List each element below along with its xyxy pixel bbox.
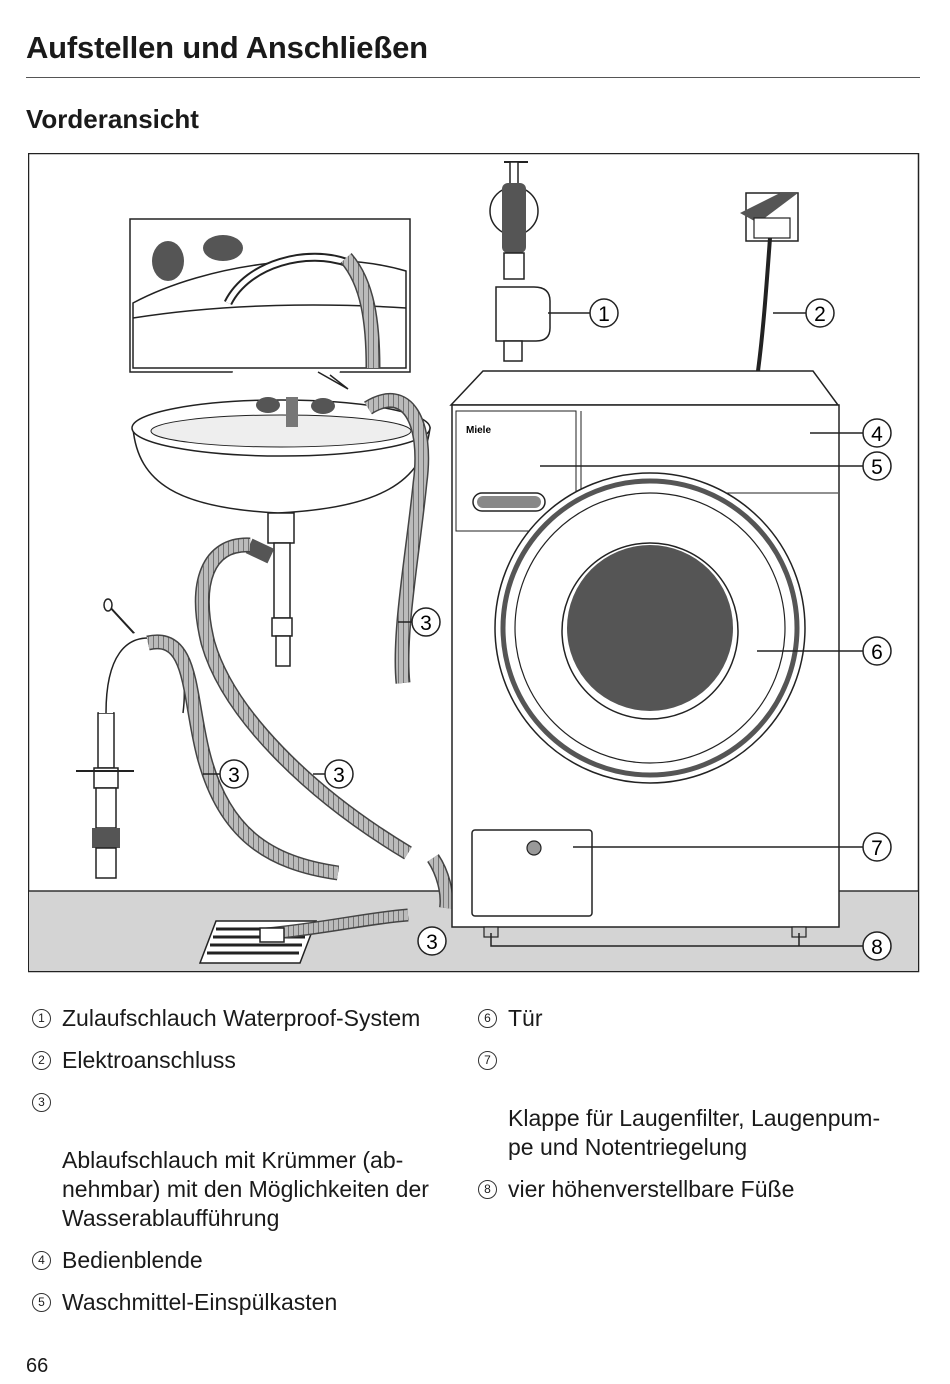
callout-6: 6 — [862, 636, 892, 666]
svg-text:5: 5 — [871, 456, 883, 479]
washing-machine: Miele — [449, 370, 840, 938]
legend-text: Waschmittel-Einspülkasten — [62, 1289, 338, 1315]
legend-text: Zulaufschlauch Waterproof-System — [62, 1005, 421, 1031]
legend-number: 8 — [478, 1180, 497, 1199]
legend-text: Klappe für Laugenfilter, Laugenpum- pe u… — [508, 1105, 881, 1160]
svg-text:4: 4 — [871, 423, 883, 446]
legend-text: Tür — [508, 1005, 543, 1031]
svg-text:3: 3 — [420, 612, 432, 635]
filter-flap — [471, 829, 593, 917]
legend-number: 4 — [32, 1251, 51, 1270]
legend-number: 3 — [32, 1093, 51, 1112]
svg-text:1: 1 — [598, 303, 610, 326]
page-title: Aufstellen und Anschließen — [26, 30, 428, 65]
legend-item-2: 2 Elektroanschluss — [28, 1046, 458, 1075]
callout-8: 8 — [862, 931, 892, 961]
svg-text:6: 6 — [871, 641, 883, 664]
sink-detail-inset — [129, 218, 411, 393]
callout-4: 4 — [862, 418, 892, 448]
legend-item-6: 6 Tür — [474, 1004, 924, 1033]
legend-item-4: 4 Bedienblende — [28, 1246, 458, 1275]
legend-number: 5 — [32, 1293, 51, 1312]
callout-3-floor: 3 — [417, 926, 447, 956]
svg-text:8: 8 — [871, 936, 883, 959]
title-divider — [26, 77, 920, 78]
legend-text: Bedienblende — [62, 1247, 203, 1273]
callout-2: 2 — [805, 298, 835, 328]
legend-item-7: 7 Klappe für Laugenfilter, Laugenpum- pe… — [474, 1046, 924, 1162]
legend-item-1: 1 Zulaufschlauch Waterproof-System — [28, 1004, 458, 1033]
wall-socket — [740, 192, 799, 372]
svg-text:3: 3 — [333, 764, 345, 787]
section-title: Vorderansicht — [26, 104, 199, 134]
page-number: 66 — [26, 1355, 49, 1377]
svg-text:2: 2 — [814, 303, 826, 326]
legend-text: Elektroanschluss — [62, 1047, 236, 1073]
svg-text:3: 3 — [228, 764, 240, 787]
legend-right: 6 Tür 7 Klappe für Laugenfilter, Laugenp… — [474, 1004, 924, 1217]
callout-7: 7 — [862, 832, 892, 862]
callout-3-sink: 3 — [411, 607, 441, 637]
brand-label: Miele — [466, 425, 491, 436]
legend-item-8: 8 vier höhenverstellbare Füße — [474, 1175, 924, 1204]
legend-number: 7 — [478, 1051, 497, 1070]
legend-item-3: 3 Ablaufschlauch mit Krümmer (ab- nehmba… — [28, 1088, 458, 1233]
standpipe — [76, 598, 144, 879]
front-view-illustration: Miele 1 2 4 — [28, 153, 920, 973]
callout-1: 1 — [589, 298, 619, 328]
legend-number: 1 — [32, 1009, 51, 1028]
legend-item-5: 5 Waschmittel-Einspülkasten — [28, 1288, 458, 1317]
legend-text: Ablaufschlauch mit Krümmer (ab- nehmbar)… — [62, 1147, 429, 1231]
legend-left: 1 Zulaufschlauch Waterproof-System 2 Ele… — [28, 1004, 458, 1330]
legend-text: vier höhenverstellbare Füße — [508, 1176, 795, 1202]
callout-3-siphon: 3 — [324, 759, 354, 789]
washbasin — [131, 397, 431, 667]
legend-number: 2 — [32, 1051, 51, 1070]
water-tap — [489, 161, 551, 362]
legend-number: 6 — [478, 1009, 497, 1028]
svg-text:7: 7 — [871, 837, 883, 860]
svg-text:3: 3 — [426, 931, 438, 954]
callout-5: 5 — [862, 451, 892, 481]
callout-3-standpipe: 3 — [219, 759, 249, 789]
